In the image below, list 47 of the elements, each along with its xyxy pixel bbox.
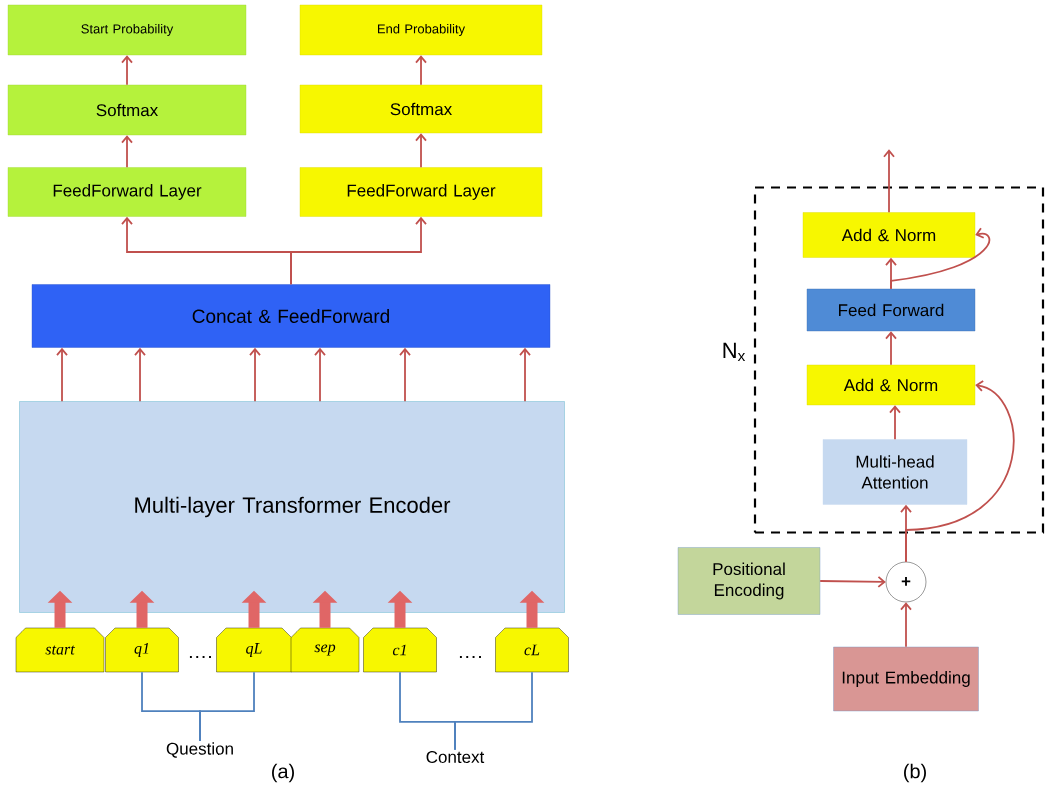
softmax-box: Softmax [7,84,247,136]
softmax-box: Softmax [299,84,543,134]
arrow [134,347,146,403]
arrow [889,405,901,441]
token-box: cL [495,627,569,673]
arrow [890,227,991,290]
token-box: c1 [363,627,437,673]
panel-label: (a) [272,763,294,783]
bracket-line [199,671,255,742]
encoding-box: Positional Encoding [677,547,821,615]
group-label: Context [426,750,485,763]
arrow [290,216,427,286]
norm-box: Add & Norm [806,364,976,406]
arrow [885,331,897,366]
arrow [905,380,1015,563]
bracket-line [454,671,533,751]
output-box: Start Probability [7,4,247,56]
arrow [415,133,427,169]
arrow [819,576,886,588]
attention-box: Multi-head Attention [822,439,968,505]
arrow [56,347,68,403]
token-box: q1 [105,627,179,673]
token-box: sep [290,627,360,673]
arrow [249,347,261,403]
arrow [415,55,427,86]
norm-box: Add & Norm [802,212,976,258]
group-label: Question [166,742,233,758]
layer-box: FeedForward Layer [299,167,543,217]
token-box: qL [216,627,292,673]
arrow [519,347,531,403]
layer-box: Concat & FeedForward [31,284,551,348]
ellipsis: …. [459,655,481,659]
encoder-box: Multi-layer Transformer Encoder [19,401,565,613]
token-box: start [15,627,105,673]
layer-box: FeedForward Layer [7,167,247,217]
panel-label: (b) [904,763,926,783]
output-box: End Probability [299,4,543,56]
ellipsis: …. [189,655,211,659]
node-label: N$_{x}$ [723,342,746,362]
embedding-box: Input Embedding [833,646,979,712]
arrow [314,347,326,403]
arrow [121,55,133,86]
layer-box: Feed Forward [806,288,976,332]
arrow [399,347,411,403]
arrow [121,135,133,169]
arrow [883,149,895,214]
arrow [900,602,912,648]
